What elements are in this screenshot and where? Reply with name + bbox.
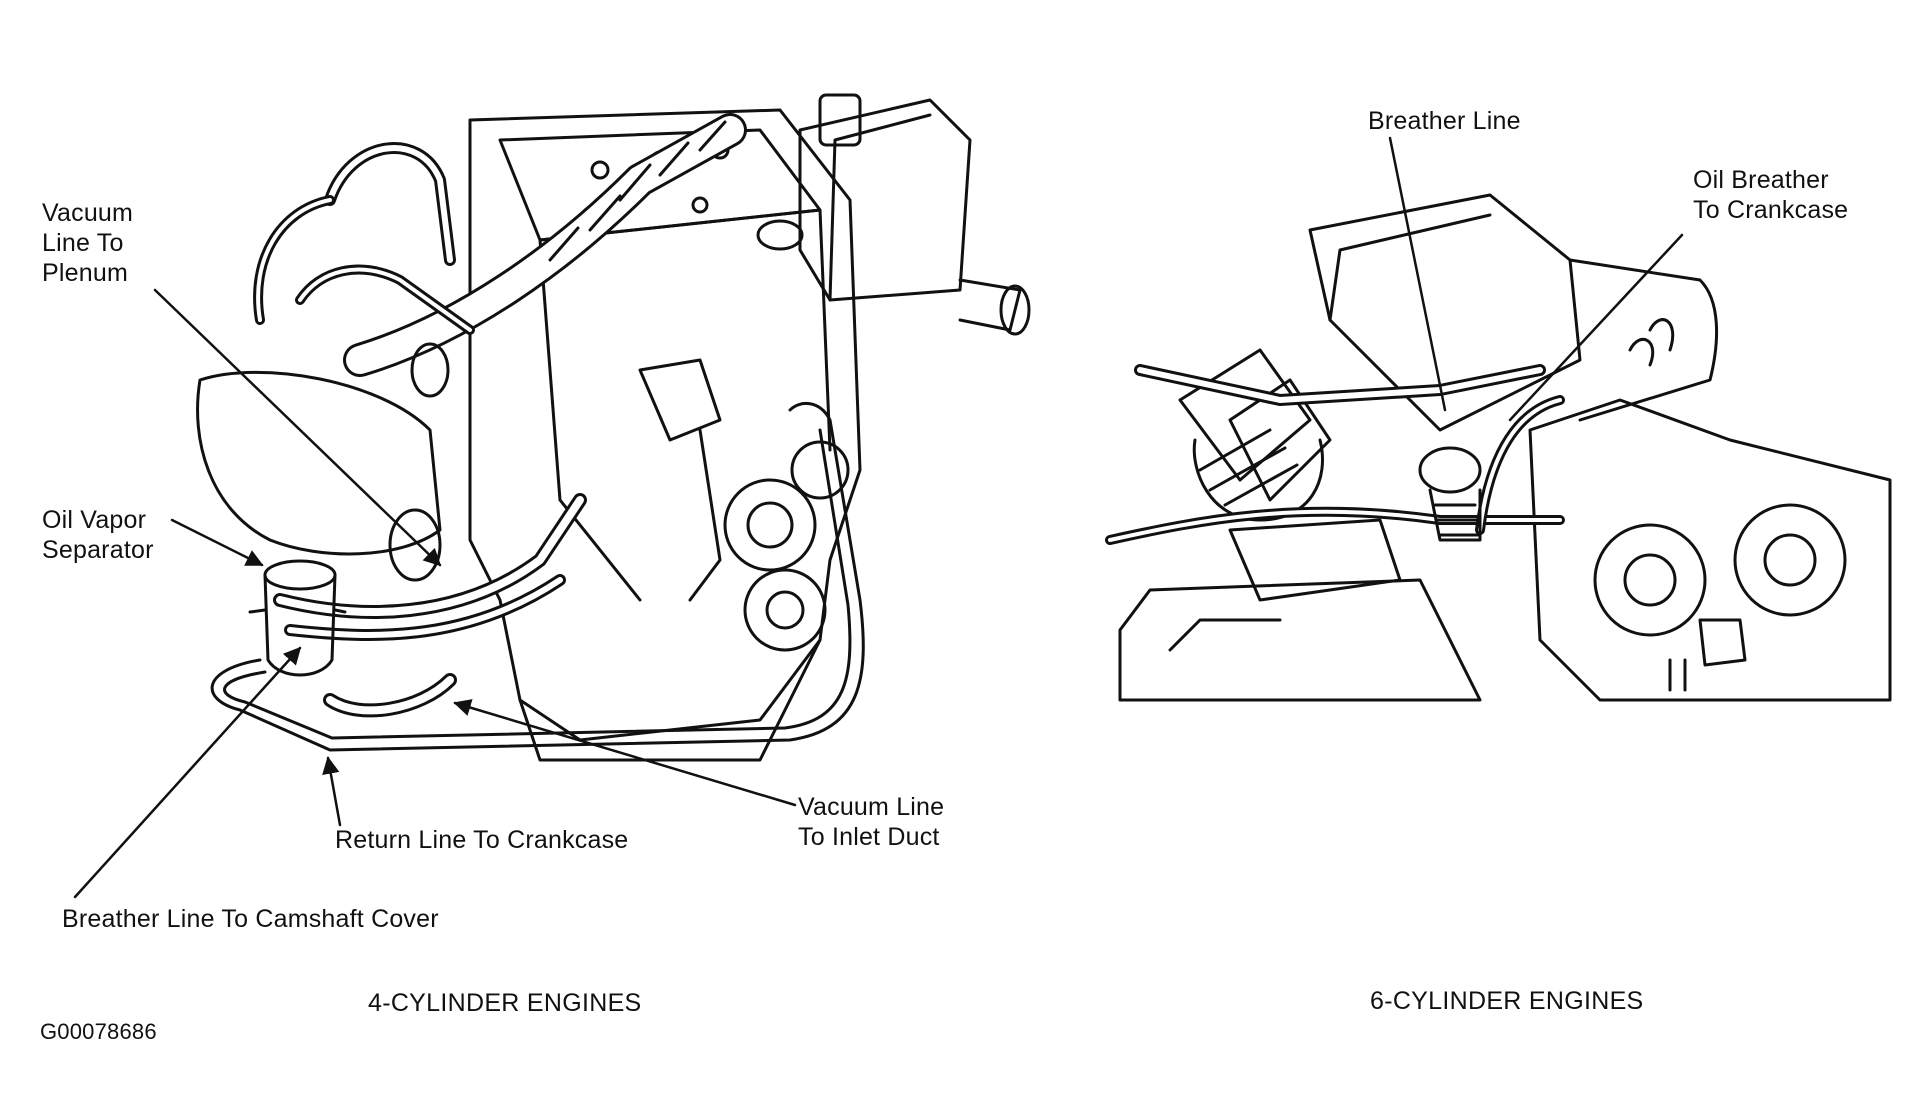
label-oil-vapor-separator: Oil Vapor Separator xyxy=(42,506,154,564)
label-breather-line-to-camshaft-cover: Breather Line To Camshaft Cover xyxy=(62,905,439,933)
four-cylinder-engine-drawing xyxy=(196,93,1031,762)
figure-id: G00078686 xyxy=(40,1019,157,1044)
label-oil-breather-to-crankcase: Oil Breather To Crankcase xyxy=(1693,166,1849,224)
caption-6-cylinder-engines: 6-CYLINDER ENGINES xyxy=(1370,987,1644,1015)
caption-4-cylinder-engines: 4-CYLINDER ENGINES xyxy=(368,989,642,1017)
label-breather-line: Breather Line xyxy=(1368,107,1521,135)
six-cylinder-leader-lines xyxy=(1388,136,1684,422)
label-vacuum-line-to-inlet-duct: Vacuum Line To Inlet Duct xyxy=(798,793,945,851)
six-cylinder-engine-drawing xyxy=(1105,193,1892,702)
four-cylinder-leader-lines xyxy=(73,288,797,899)
label-return-line-to-crankcase: Return Line To Crankcase xyxy=(335,826,629,854)
label-vacuum-line-to-plenum: Vacuum Line To Plenum xyxy=(42,199,134,287)
